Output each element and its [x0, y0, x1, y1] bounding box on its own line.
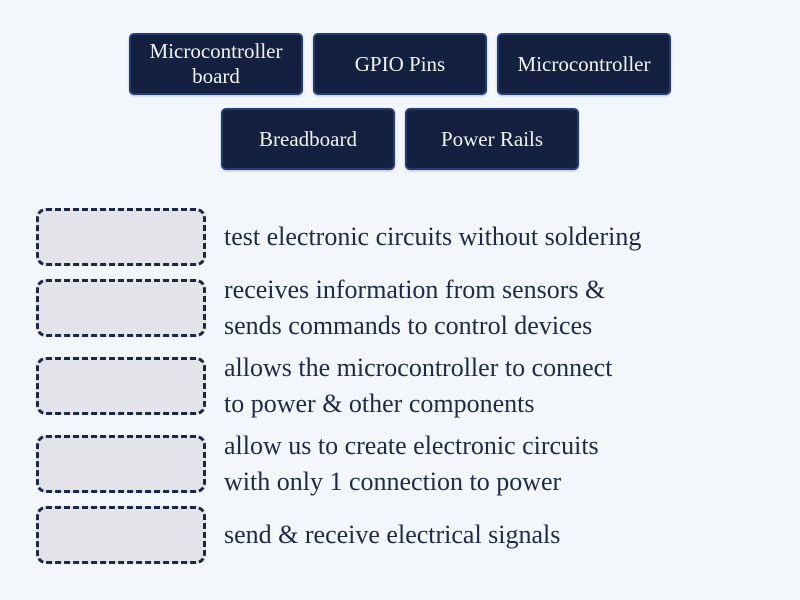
definition-text: receives information from sensors & send… — [224, 272, 605, 344]
definition-line: allows the microcontroller to connect — [224, 353, 613, 382]
definition-line: to power & other components — [224, 389, 535, 418]
word-tile-microcontroller-board[interactable]: Microcontroller board — [129, 33, 303, 95]
word-tile-breadboard[interactable]: Breadboard — [221, 108, 395, 170]
match-list: test electronic circuits without solderi… — [36, 208, 800, 564]
definition-line: send & receive electrical signals — [224, 520, 561, 549]
match-row: send & receive electrical signals — [36, 506, 800, 564]
definition-text: allow us to create electronic circuits w… — [224, 428, 599, 500]
match-row: allow us to create electronic circuits w… — [36, 428, 800, 500]
answer-dropzone-3[interactable] — [36, 357, 206, 415]
answer-dropzone-2[interactable] — [36, 279, 206, 337]
match-row: test electronic circuits without solderi… — [36, 208, 800, 266]
definition-line: receives information from sensors & — [224, 275, 606, 304]
definition-line: sends commands to control devices — [224, 311, 593, 340]
word-tile-microcontroller[interactable]: Microcontroller — [497, 33, 671, 95]
word-tile-power-rails[interactable]: Power Rails — [405, 108, 579, 170]
answer-dropzone-4[interactable] — [36, 435, 206, 493]
definition-line: allow us to create electronic circuits — [224, 431, 599, 460]
word-tile-bank: Microcontroller board GPIO Pins Microcon… — [119, 0, 681, 170]
answer-dropzone-5[interactable] — [36, 506, 206, 564]
match-row: allows the microcontroller to connect to… — [36, 350, 800, 422]
definition-line: test electronic circuits without solderi… — [224, 222, 642, 251]
match-row: receives information from sensors & send… — [36, 272, 800, 344]
definition-line: with only 1 connection to power — [224, 467, 562, 496]
definition-text: send & receive electrical signals — [224, 517, 560, 553]
answer-dropzone-1[interactable] — [36, 208, 206, 266]
definition-text: allows the microcontroller to connect to… — [224, 350, 612, 422]
definition-text: test electronic circuits without solderi… — [224, 219, 641, 255]
word-tile-gpio-pins[interactable]: GPIO Pins — [313, 33, 487, 95]
